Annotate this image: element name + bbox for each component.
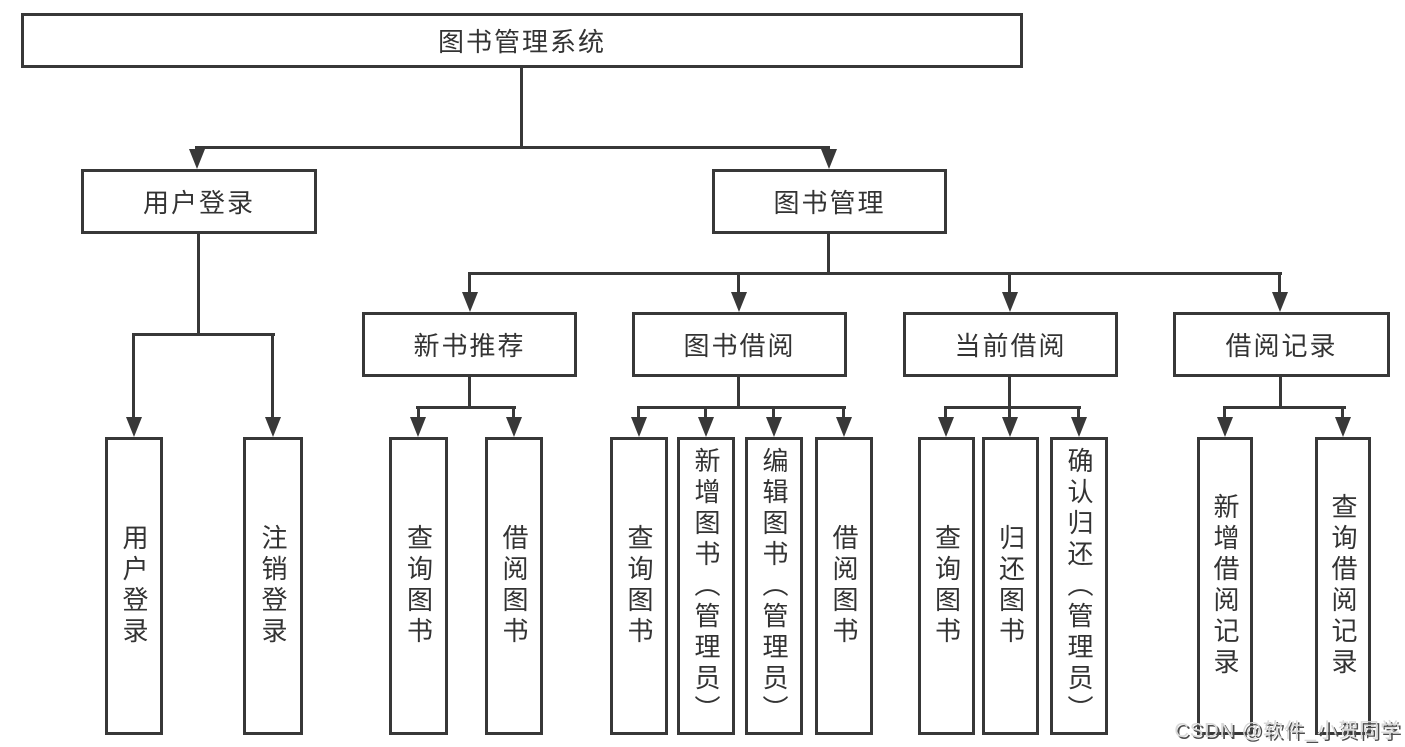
leaf-query-books-borrow-label: 查询图书 xyxy=(624,524,654,648)
connector-line xyxy=(520,68,523,149)
leaf-add-borrow-record-label: 新增借阅记录 xyxy=(1210,493,1240,679)
leaf-borrow-books-label: 借阅图书 xyxy=(829,524,859,648)
connector-line xyxy=(637,406,640,421)
connector-line xyxy=(1077,406,1080,421)
leaf-query-books-current: 查询图书 xyxy=(918,437,975,735)
connector-line xyxy=(737,377,740,409)
leaf-query-books-borrow: 查询图书 xyxy=(610,437,668,735)
connector-line xyxy=(1279,377,1282,409)
connector-line xyxy=(512,406,515,421)
arrowhead-down-icon xyxy=(189,149,205,169)
node-book-management-label: 图书管理 xyxy=(773,188,886,218)
connector-line xyxy=(468,272,1282,275)
leaf-return-book-label: 归还图书 xyxy=(995,524,1026,648)
connector-line xyxy=(468,377,471,409)
leaf-add-book-admin-label: 新增图书（管理员） xyxy=(691,446,721,726)
node-root-label: 图书管理系统 xyxy=(437,27,606,57)
arrowhead-down-icon xyxy=(1071,417,1087,437)
leaf-logout-label: 注销登录 xyxy=(258,524,288,648)
arrowhead-down-icon xyxy=(462,292,478,312)
connector-line xyxy=(737,272,740,296)
connector-line xyxy=(1223,406,1346,409)
leaf-query-borrow-record: 查询借阅记录 xyxy=(1315,437,1371,735)
arrowhead-down-icon xyxy=(631,417,647,437)
arrowhead-down-icon xyxy=(731,292,747,312)
leaf-borrow-books-recommend: 借阅图书 xyxy=(485,437,543,735)
leaf-confirm-return-admin: 确认归还（管理员） xyxy=(1050,437,1108,735)
arrowhead-down-icon xyxy=(821,149,837,169)
node-current-borrow-label: 当前借阅 xyxy=(954,331,1067,361)
leaf-borrow-books-recommend-label: 借阅图书 xyxy=(499,524,529,648)
arrowhead-down-icon xyxy=(836,417,852,437)
leaf-query-books-recommend-label: 查询图书 xyxy=(403,524,434,648)
connector-line xyxy=(704,406,707,421)
connector-line xyxy=(842,406,845,421)
arrowhead-down-icon xyxy=(1272,292,1288,312)
connector-line xyxy=(468,272,471,296)
connector-line xyxy=(944,406,1081,409)
leaf-confirm-return-admin-label: 确认归还（管理员） xyxy=(1064,446,1094,726)
connector-line xyxy=(1278,272,1281,296)
leaf-add-borrow-record: 新增借阅记录 xyxy=(1197,437,1253,735)
leaf-logout: 注销登录 xyxy=(243,437,303,735)
connector-line xyxy=(132,333,275,336)
leaf-query-books-recommend: 查询图书 xyxy=(389,437,448,735)
connector-line xyxy=(637,406,846,409)
connector-line xyxy=(1223,406,1226,421)
node-new-book-recommend: 新书推荐 xyxy=(362,312,577,377)
connector-line xyxy=(1008,377,1011,409)
leaf-user-login: 用户登录 xyxy=(105,437,163,735)
arrowhead-down-icon xyxy=(126,417,142,437)
connector-line xyxy=(197,234,200,336)
node-book-borrow: 图书借阅 xyxy=(632,312,847,377)
arrowhead-down-icon xyxy=(410,417,426,437)
arrowhead-down-icon xyxy=(1335,417,1351,437)
leaf-edit-book-admin-label: 编辑图书（管理员） xyxy=(759,446,789,726)
arrowhead-down-icon xyxy=(1002,417,1018,437)
connector-line xyxy=(827,234,830,275)
node-current-borrow: 当前借阅 xyxy=(903,312,1118,377)
node-book-borrow-label: 图书借阅 xyxy=(683,331,796,361)
node-root: 图书管理系统 xyxy=(21,13,1023,68)
leaf-edit-book-admin: 编辑图书（管理员） xyxy=(745,437,803,735)
arrowhead-down-icon xyxy=(766,417,782,437)
csdn-watermark: CSDN @软件_小贺同学 xyxy=(1174,720,1401,742)
leaf-query-books-current-label: 查询图书 xyxy=(931,524,962,648)
connector-line xyxy=(195,146,830,149)
leaf-query-borrow-record-label: 查询借阅记录 xyxy=(1328,493,1358,679)
arrowhead-down-icon xyxy=(1002,292,1018,312)
leaf-add-book-admin: 新增图书（管理员） xyxy=(677,437,735,735)
connector-line xyxy=(1008,406,1011,421)
arrowhead-down-icon xyxy=(698,417,714,437)
node-book-management: 图书管理 xyxy=(712,169,947,234)
arrowhead-down-icon xyxy=(265,417,281,437)
node-user-login: 用户登录 xyxy=(81,169,317,234)
arrowhead-down-icon xyxy=(506,417,522,437)
leaf-borrow-books: 借阅图书 xyxy=(815,437,873,735)
arrowhead-down-icon xyxy=(938,417,954,437)
connector-line xyxy=(416,406,516,409)
node-borrow-records: 借阅记录 xyxy=(1173,312,1390,377)
connector-line xyxy=(772,406,775,421)
arrowhead-down-icon xyxy=(1217,417,1233,437)
connector-line xyxy=(944,406,947,421)
node-new-book-recommend-label: 新书推荐 xyxy=(413,331,526,361)
connector-line xyxy=(1341,406,1344,421)
connector-line xyxy=(271,333,274,421)
connector-line xyxy=(132,333,135,421)
node-borrow-records-label: 借阅记录 xyxy=(1225,331,1338,361)
connector-line xyxy=(417,406,420,421)
leaf-user-login-label: 用户登录 xyxy=(119,524,149,648)
leaf-return-book: 归还图书 xyxy=(982,437,1039,735)
node-user-login-label: 用户登录 xyxy=(142,188,255,218)
connector-line xyxy=(1008,272,1011,296)
